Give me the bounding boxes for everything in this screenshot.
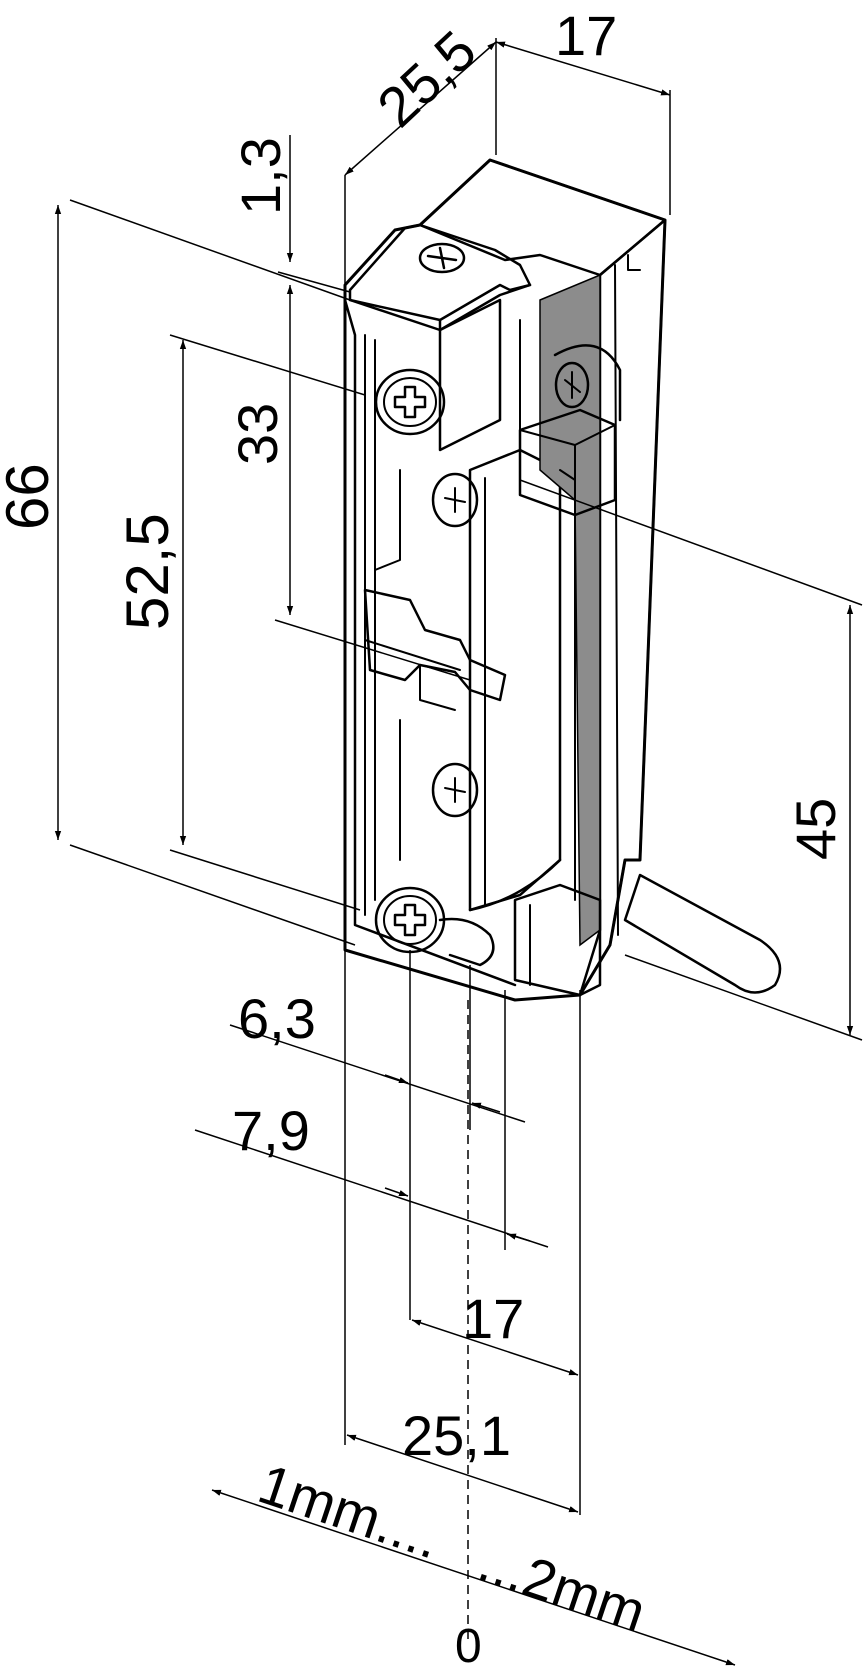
dimension-labels: 25,5 17 1,3 66 52,5 33 45 6,3 7,9 17 25,… [0,4,847,1668]
label-dim-25-1: 25,1 [402,1404,511,1467]
label-height-inner: 52,5 [114,513,181,630]
label-height-upper: 33 [226,403,289,465]
label-depth-top: 17 [555,4,617,67]
label-width-top: 25,5 [365,18,488,138]
electric-strike-body [343,158,782,1002]
label-adjust-zero: 0 [455,1620,482,1668]
label-height-right: 45 [784,798,847,860]
label-adjust-left: 1mm.... [251,1452,448,1571]
dimension-lines [54,38,863,1666]
label-height-total: 66 [0,463,61,530]
label-dim-17-bottom: 17 [462,1287,524,1350]
label-dim-7-9: 7,9 [232,1099,310,1162]
label-offset-top: 1,3 [229,137,292,215]
label-dim-6-3: 6,3 [238,987,316,1050]
label-adjust-right: ...2mm [471,1530,653,1644]
